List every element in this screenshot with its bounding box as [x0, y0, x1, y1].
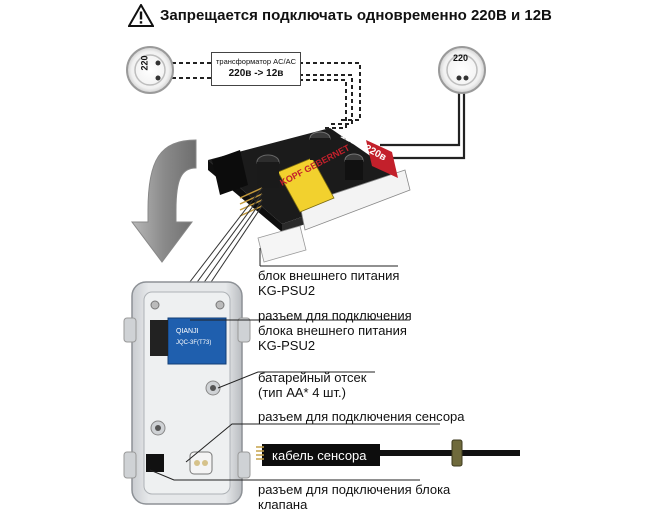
- relay-model-text: JQC-3F(T73): [176, 340, 211, 346]
- sensor-cable: [256, 439, 520, 467]
- right-socket-label: 220: [453, 53, 469, 63]
- callout-lines: [149, 248, 440, 481]
- warning-text: Запрещается подключать одновременно 220В…: [160, 7, 552, 24]
- left-socket-label: 220: [139, 55, 150, 71]
- label-valve-connector-line2: клапана: [258, 497, 308, 512]
- solid-wires: [380, 80, 466, 160]
- label-psu-connector-line3: KG-PSU2: [258, 338, 316, 353]
- transformer-box: трансформатор AC/AC 220в -> 12в: [211, 52, 301, 86]
- label-external-psu: блок внешнего питания KG-PSU2: [258, 268, 399, 298]
- transformer-ratio: 220в -> 12в: [228, 68, 284, 79]
- label-external-psu-line1: блок внешнего питания: [258, 268, 400, 283]
- left-socket: [126, 46, 174, 94]
- label-valve-connector-line1: разъем для подключения блока: [258, 482, 451, 497]
- label-sensor-cable: кабель сенсора: [272, 448, 367, 463]
- label-battery-line1: батарейный отсек: [258, 370, 367, 385]
- label-battery-line2: (тип AA* 4 шт.): [258, 385, 346, 400]
- mount-arrow: [131, 139, 197, 263]
- label-sensor-connector-line1: разъем для подключения сенсора: [258, 409, 465, 424]
- label-psu-connector-line2: блока внешнего питания: [258, 323, 407, 338]
- relay-brand-text: QIANJI: [176, 328, 199, 335]
- warning-triangle-icon: [128, 4, 154, 27]
- label-sensor-connector: разъем для подключения сенсора: [258, 409, 465, 424]
- transformer-title: трансформатор AC/AC: [215, 57, 297, 66]
- label-battery: батарейный отсек (тип AA* 4 шт.): [258, 370, 366, 400]
- label-valve-connector: разъем для подключения блока клапана: [258, 482, 450, 512]
- main-housing: [123, 281, 251, 505]
- right-socket: [438, 46, 486, 94]
- label-external-psu-line2: KG-PSU2: [258, 283, 316, 298]
- label-psu-connector-line1: разъем для подключения: [258, 308, 412, 323]
- label-psu-connector: разъем для подключения блока внешнего пи…: [258, 308, 412, 353]
